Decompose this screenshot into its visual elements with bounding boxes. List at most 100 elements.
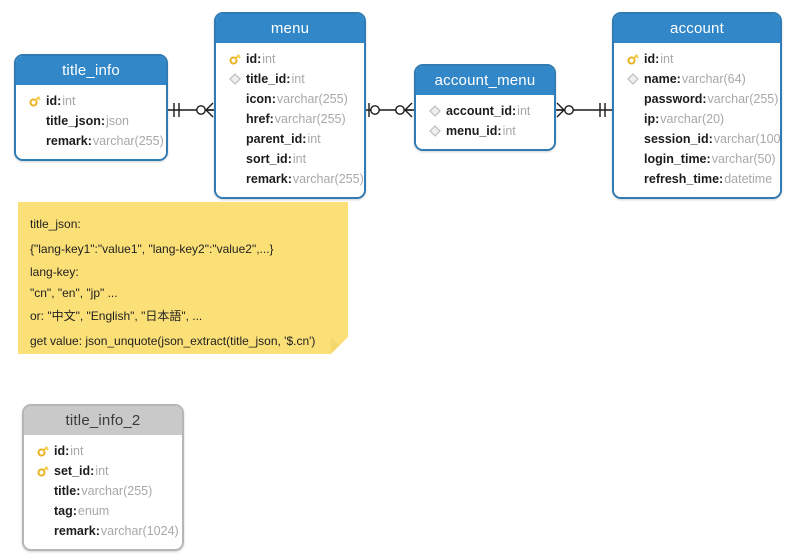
field-menu-href[interactable]: href:varchar(255) [216,109,364,129]
field-name: title_id [246,72,287,86]
field-separator: : [286,72,291,86]
field-separator: : [95,524,100,538]
field-type: varchar(255) [274,112,346,126]
field-type: varchar(255) [292,172,364,186]
field-name: account_id [446,104,512,118]
field-separator: : [65,444,70,458]
primary-key-icon [32,441,54,461]
field-title_info-id[interactable]: id:int [16,91,166,111]
foreign-key-icon [424,101,446,121]
field-menu-title_id[interactable]: title_id:int [216,69,364,89]
field-gutter [32,481,54,501]
field-separator: : [676,72,681,86]
field-name: title_json [46,114,101,128]
field-name: ip [644,112,656,126]
field-type: varchar(255) [92,134,164,148]
field-title_info_2-remark[interactable]: remark:varchar(1024) [24,521,182,541]
field-menu-parent_id[interactable]: parent_id:int [216,129,364,149]
field-type: int [292,152,307,166]
primary-key-icon [24,91,46,111]
field-separator: : [655,112,660,126]
foreign-key-icon [224,69,246,89]
field-name: session_id [644,132,709,146]
field-name: id [46,94,58,108]
field-title_info_2-title[interactable]: title:varchar(255) [24,481,182,501]
field-name: remark [246,172,288,186]
field-separator: : [257,52,262,66]
field-separator: : [271,92,276,106]
field-menu-icon[interactable]: icon:varchar(255) [216,89,364,109]
field-type: datetime [724,172,773,186]
field-name: sort_id [246,152,288,166]
field-separator: : [100,114,106,128]
field-type: json [106,114,129,128]
field-name: refresh_time [644,172,720,186]
entity-header-account_menu[interactable]: account_menu [416,66,554,95]
field-account-refresh_time[interactable]: refresh_time:datetime [614,169,780,189]
field-type: varchar(255) [707,92,779,106]
field-gutter [622,129,644,149]
field-name: icon [246,92,272,106]
field-gutter [224,89,246,109]
field-name: name [644,72,677,86]
field-name: href [246,112,270,126]
field-account_menu-account_id[interactable]: account_id:int [416,101,554,121]
field-name: tag [54,504,73,518]
field-title_info-title_json[interactable]: title_json:json [16,111,166,131]
note-line: title_json: [30,217,81,231]
field-separator: : [302,132,307,146]
field-type: int [660,52,674,66]
field-title_info-remark[interactable]: remark:varchar(255) [16,131,166,151]
entity-header-title_info_2[interactable]: title_info_2 [24,406,182,435]
field-gutter [622,149,644,169]
field-type: varchar(20) [660,112,725,126]
entity-header-account[interactable]: account [614,14,780,43]
field-separator: : [706,152,711,166]
field-name: id [246,52,258,66]
field-menu-remark[interactable]: remark:varchar(255) [216,169,364,189]
field-name: id [644,52,656,66]
field-gutter [32,521,54,541]
field-gutter [224,169,246,189]
entity-header-title_info[interactable]: title_info [16,56,166,85]
entity-header-menu[interactable]: menu [216,14,364,43]
field-type: int [291,72,305,86]
field-separator: : [708,132,713,146]
field-type: varchar(100) [713,132,782,146]
field-title_info_2-tag[interactable]: tag:enum [24,501,182,521]
field-separator: : [57,94,62,108]
field-title_info_2-set_id[interactable]: set_id:int [24,461,182,481]
field-menu-sort_id[interactable]: sort_id:int [216,149,364,169]
primary-key-icon [32,461,54,481]
field-type: varchar(50) [711,152,776,166]
field-title_info_2-id[interactable]: id:int [24,441,182,461]
foreign-key-icon [424,121,446,141]
field-account_menu-menu_id[interactable]: menu_id:int [416,121,554,141]
field-type: int [262,52,276,66]
relationship-menu-account_menu [366,102,414,118]
field-name: title [54,484,77,498]
field-account-id[interactable]: id:int [614,49,780,69]
field-type: enum [77,504,110,518]
sticky-note[interactable]: title_json:{"lang-key1":"value1", "lang-… [18,202,348,354]
field-name: login_time [644,152,707,166]
field-separator: : [90,464,95,478]
field-account-session_id[interactable]: session_id:varchar(100) [614,129,780,149]
field-account-name[interactable]: name:varchar(64) [614,69,780,89]
field-account-ip[interactable]: ip:varchar(20) [614,109,780,129]
field-separator: : [287,172,292,186]
foreign-key-icon [622,69,644,89]
field-account-login_time[interactable]: login_time:varchar(50) [614,149,780,169]
field-menu-id[interactable]: id:int [216,49,364,69]
field-account-password[interactable]: password:varchar(255) [614,89,780,109]
field-type: int [70,444,84,458]
